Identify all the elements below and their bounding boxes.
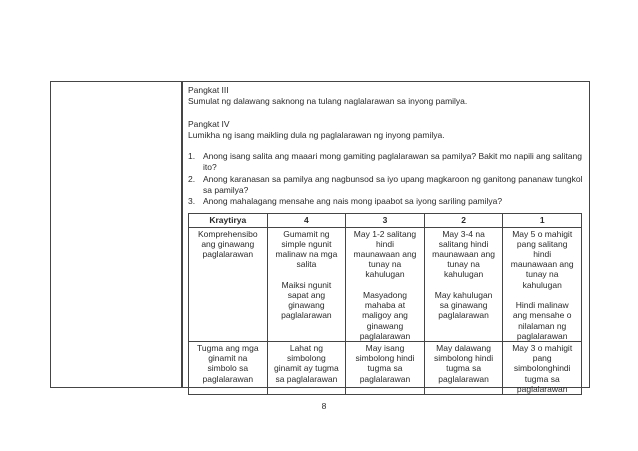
column-header-kraytirya: Kraytirya: [188, 212, 268, 228]
pangkat-4-instruction: Lumikha ng isang maikling dula ng paglal…: [188, 129, 445, 140]
score-1-cell: May 5 o mahigit pang salitang hindi maun…: [502, 226, 582, 342]
column-header-score-4: 4: [266, 212, 347, 228]
worksheet-content: Pangkat III Sumulat ng dalawang saknong …: [183, 82, 589, 395]
column-header-score-2: 2: [423, 212, 504, 228]
question-text: Anong isang salita ang maaari mong gamit…: [203, 151, 582, 173]
question-text: Anong mahalagang mensahe ang nais mong i…: [203, 196, 503, 207]
rubric-table: Kraytirya 4 3 2 1 Komprehensibo ang gina…: [188, 212, 582, 395]
table-row: Komprehensibo ang ginawang paglalarawan …: [188, 226, 582, 342]
score-2-cell: May dalawang simbolong hindi tugma sa pa…: [423, 340, 504, 395]
question-number: 3.: [188, 196, 196, 207]
column-header-score-3: 3: [345, 212, 425, 228]
empty-margin-cell: [51, 82, 183, 387]
column-header-score-1: 1: [502, 212, 582, 228]
table-header-row: Kraytirya 4 3 2 1: [188, 212, 582, 228]
score-4-cell: Lahat ng simbolong ginamit ay tugma sa p…: [266, 340, 347, 395]
worksheet-frame: Pangkat III Sumulat ng dalawang saknong …: [50, 81, 590, 395]
score-4-cell: Gumamit ng simple ngunit malinaw na mga …: [266, 226, 347, 342]
score-3-cell: May isang simbolong hindi tugma sa pagla…: [345, 340, 425, 395]
question-number: 1.: [188, 151, 196, 162]
page-number: 8: [321, 401, 327, 411]
pangkat-4-heading: Pangkat IV: [188, 118, 230, 129]
question-list: 1. Anong isang salita ang maaari mong ga…: [188, 151, 584, 207]
section-pangkat-4: Pangkat IV Lumikha ng isang maikling dul…: [188, 119, 584, 142]
criteria-cell: Komprehensibo ang ginawang paglalarawan: [188, 226, 268, 342]
question-number: 2.: [188, 173, 196, 184]
score-2-cell: May 3-4 na salitang hindi maunawaan ang …: [423, 226, 504, 342]
section-pangkat-3: Pangkat III Sumulat ng dalawang saknong …: [188, 85, 584, 108]
pangkat-3-instruction: Sumulat ng dalawang saknong na tulang na…: [188, 96, 468, 107]
criteria-cell: Tugma ang mga ginamit na simbolo sa pagl…: [188, 340, 268, 395]
question-text: Anong karanasan sa pamilya ang nagbunsod…: [203, 173, 583, 196]
table-row: Tugma ang mga ginamit na simbolo sa pagl…: [188, 340, 582, 395]
list-item: 1. Anong isang salita ang maaari mong ga…: [188, 151, 584, 174]
score-1-cell: May 3 o mahigit pang simbolonghindi tugm…: [502, 340, 582, 395]
pangkat-3-heading: Pangkat III: [188, 85, 229, 95]
list-item: 3. Anong mahalagang mensahe ang nais mon…: [188, 196, 584, 207]
score-3-cell: May 1-2 salitang hindi maunawaan ang tun…: [345, 226, 425, 342]
list-item: 2. Anong karanasan sa pamilya ang nagbun…: [188, 174, 584, 197]
